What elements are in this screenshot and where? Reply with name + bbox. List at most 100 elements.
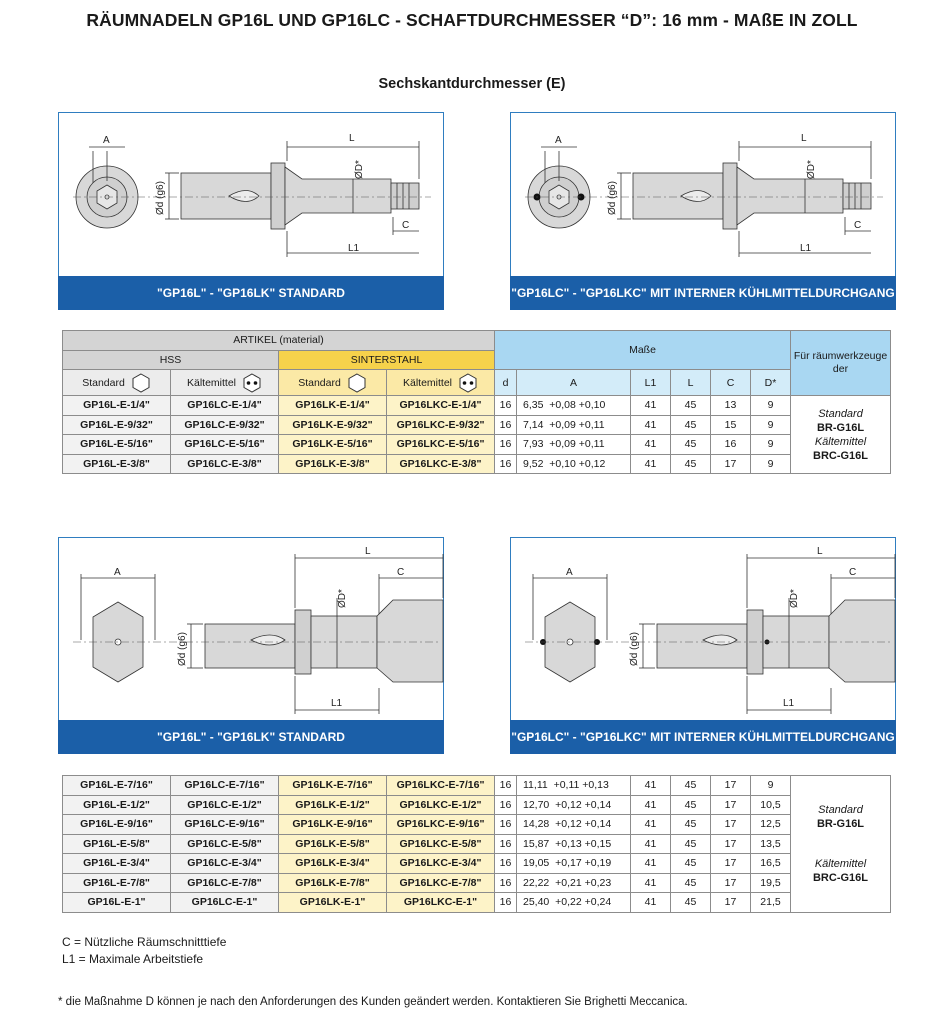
table-row: GP16L-E-5/16" GP16LC-E-5/16" GP16LK-E-5/… (62, 434, 891, 455)
code-sinter-standard: GP16LK-E-9/32" (278, 414, 387, 435)
code-hss-standard: GP16L-E-9/16" (62, 814, 171, 835)
value-dstar: 19,5 (750, 872, 791, 893)
code-hss-standard: GP16L-E-5/8" (62, 833, 171, 854)
value-l1: 41 (630, 853, 671, 874)
dim-label-c: C (397, 567, 404, 578)
value-c: 16 (710, 434, 752, 455)
coolant-hexagon-icon (243, 372, 261, 393)
drawing-panel-standard-small: A L L1 C ØD* Ød (g6) "GP16L" - "GP16LK" … (58, 112, 444, 310)
table-row: GP16L-E-9/32" GP16LC-E-9/32" GP16LK-E-9/… (62, 414, 891, 435)
value-d: 16 (494, 853, 517, 874)
value-l1: 41 (630, 892, 671, 913)
dim-label-l1: L1 (348, 243, 360, 254)
code-sinter-kalt: GP16LKC-E-1/4" (385, 395, 496, 416)
panel-caption: "GP16L" - "GP16LK" STANDARD (58, 720, 444, 754)
dim-label-a: A (103, 135, 110, 146)
code-hss-kalt: GP16LC-E-1/2" (170, 794, 279, 815)
value-a: 11,11 +0,11 +0,13 (516, 775, 631, 796)
code-sinter-standard: GP16LK-E-1/4" (278, 395, 387, 416)
code-sinter-kalt: GP16LKC-E-3/8" (385, 453, 496, 474)
dim-label-l1: L1 (800, 243, 812, 254)
dim-label-l: L (349, 133, 355, 144)
table-row: GP16L-E-9/16" GP16LC-E-9/16" GP16LK-E-9/… (62, 814, 891, 835)
value-c: 17 (710, 833, 751, 854)
value-l: 45 (670, 453, 712, 474)
header-sinter-kalt: Kältemittel (385, 369, 496, 396)
value-d: 16 (494, 872, 517, 893)
value-a: 7,14 +0,09 +0,11 (516, 414, 632, 435)
dim-label-d-big: ØD* (337, 589, 348, 608)
dim-label-d-small: Ød (g6) (155, 181, 166, 215)
footnote: * die Maßnahme D können je nach den Anfo… (58, 996, 688, 1008)
value-c: 17 (710, 853, 751, 874)
code-sinter-standard: GP16LK-E-1/2" (278, 794, 387, 815)
value-dstar: 9 (750, 434, 792, 455)
code-sinter-kalt: GP16LKC-E-7/16" (386, 775, 495, 796)
value-dstar: 9 (750, 453, 792, 474)
value-a: 14,28 +0,12 +0,14 (516, 814, 631, 835)
value-c: 13 (710, 395, 752, 416)
drawing-panel-coolant-large: A L C L1 ØD* Ød (g6) "GP16LC" - "GP16LKC… (510, 537, 896, 754)
code-hss-standard: GP16L-E-9/32" (62, 414, 171, 435)
header-hss-standard: Standard (62, 369, 171, 396)
value-c: 17 (710, 814, 751, 835)
code-sinter-kalt: GP16LKC-E-9/16" (386, 814, 495, 835)
value-d: 16 (494, 833, 517, 854)
dim-label-l1: L1 (783, 698, 795, 709)
dim-label-d-small: Ød (g6) (629, 632, 640, 666)
dim-label-l: L (801, 133, 807, 144)
tool-drawing-standard-large: A L C L1 ØD* Ød (g6) (73, 546, 444, 714)
value-dstar: 21,5 (750, 892, 791, 913)
value-l: 45 (670, 853, 711, 874)
code-hss-standard: GP16L-E-3/8" (62, 453, 171, 474)
header-col-d: d (494, 369, 518, 396)
panel-caption: "GP16LC" - "GP16LKC" MIT INTERNER KÜHLMI… (510, 276, 896, 310)
article-table-large: GP16L-E-7/16" GP16LC-E-7/16" GP16LK-E-7/… (62, 775, 891, 913)
table-row: GP16L-E-5/8" GP16LC-E-5/8" GP16LK-E-5/8"… (62, 833, 891, 854)
code-sinter-kalt: GP16LKC-E-1/2" (386, 794, 495, 815)
value-a: 22,22 +0,21 +0,23 (516, 872, 631, 893)
coolant-hexagon-icon (459, 372, 477, 393)
table-row: GP16L-E-1" GP16LC-E-1" GP16LK-E-1" GP16L… (62, 892, 891, 913)
dim-label-d-big: ØD* (354, 160, 365, 179)
hexagon-icon (348, 372, 366, 393)
table-row: GP16L-E-7/8" GP16LC-E-7/8" GP16LK-E-7/8"… (62, 872, 891, 893)
value-l: 45 (670, 775, 711, 796)
value-l: 45 (670, 434, 712, 455)
value-d: 16 (494, 775, 517, 796)
dim-label-c: C (849, 567, 856, 578)
header-sinter: SINTERSTAHL (277, 349, 496, 370)
value-l: 45 (670, 414, 712, 435)
value-c: 15 (710, 414, 752, 435)
dim-label-a: A (114, 567, 121, 578)
value-a: 19,05 +0,17 +0,19 (516, 853, 631, 874)
header-artikel: ARTIKEL (material) (61, 330, 496, 351)
code-sinter-kalt: GP16LKC-E-3/4" (386, 853, 495, 874)
header-masse: Maße (494, 330, 792, 370)
value-d: 16 (494, 414, 518, 435)
code-hss-kalt: GP16LC-E-3/4" (170, 853, 279, 874)
header-col-l: L (670, 369, 712, 396)
value-dstar: 10,5 (750, 794, 791, 815)
code-hss-kalt: GP16LC-E-1/4" (170, 395, 279, 416)
value-a: 7,93 +0,09 +0,11 (516, 434, 632, 455)
table-row: GP16L-E-7/16" GP16LC-E-7/16" GP16LK-E-7/… (62, 775, 891, 913)
note-c: C = Nützliche Räumschnitttiefe (62, 935, 227, 949)
value-d: 16 (494, 395, 518, 416)
code-hss-kalt: GP16LC-E-3/8" (170, 453, 279, 474)
header-col-a: A (516, 369, 632, 396)
dim-label-c: C (854, 220, 861, 231)
panel-caption: "GP16LC" - "GP16LKC" MIT INTERNER KÜHLMI… (510, 720, 896, 754)
drawing-panel-coolant-small: A L L1 C ØD* Ød (g6) "GP16LC" - "GP16LKC… (510, 112, 896, 310)
dim-label-d-small: Ød (g6) (177, 632, 188, 666)
code-sinter-standard: GP16LK-E-3/8" (278, 453, 387, 474)
code-hss-kalt: GP16LC-E-5/8" (170, 833, 279, 854)
value-c: 17 (710, 892, 751, 913)
hexagon-icon (132, 372, 150, 393)
header-hss: HSS (62, 349, 279, 370)
value-l1: 41 (630, 453, 672, 474)
dim-label-d-big: ØD* (789, 589, 800, 608)
value-c: 17 (710, 453, 752, 474)
dim-label-a: A (555, 135, 562, 146)
